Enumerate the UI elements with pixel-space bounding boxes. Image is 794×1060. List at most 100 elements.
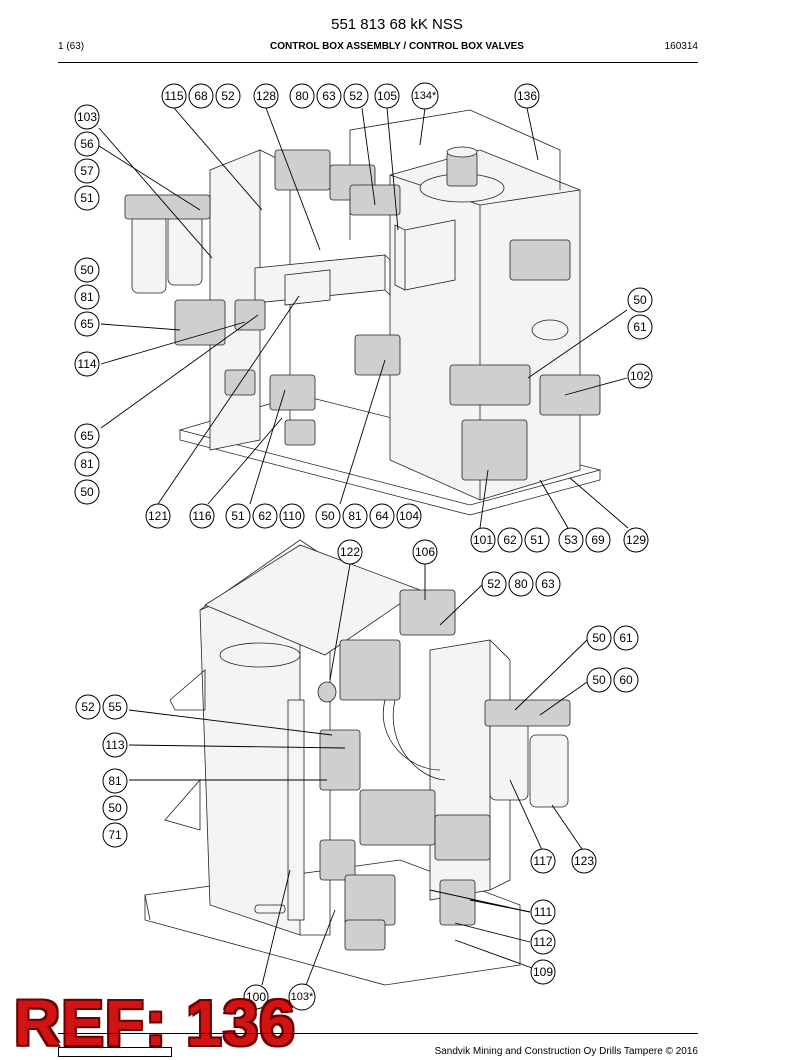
callout-label: 61 bbox=[619, 631, 633, 645]
callout: 50 bbox=[627, 287, 653, 313]
document-subtitle: CONTROL BOX ASSEMBLY / CONTROL BOX VALVE… bbox=[270, 41, 524, 52]
callout-label: 50 bbox=[80, 485, 94, 499]
callout-label: 117 bbox=[533, 854, 552, 868]
callout: 71 bbox=[102, 822, 128, 848]
callout: 104 bbox=[396, 503, 422, 529]
callout-label: 50 bbox=[592, 631, 606, 645]
callout-label: 61 bbox=[633, 320, 647, 334]
callout: 80 bbox=[508, 571, 534, 597]
callout: 123 bbox=[571, 848, 597, 874]
callout-label: 121 bbox=[148, 509, 168, 523]
callout: 128 bbox=[253, 83, 279, 109]
callout-label: 51 bbox=[231, 509, 245, 523]
callout-label: 69 bbox=[591, 533, 605, 547]
callout-label: 111 bbox=[534, 905, 553, 919]
callout: 81 bbox=[102, 768, 128, 794]
callout-label: 102 bbox=[630, 369, 650, 383]
callout-label: 101 bbox=[473, 533, 493, 547]
callout-label: 50 bbox=[592, 673, 606, 687]
leader-lines bbox=[98, 107, 629, 986]
callout: 80 bbox=[289, 83, 315, 109]
callout: 100 bbox=[243, 984, 269, 1010]
callout: 136 bbox=[514, 83, 540, 109]
date-code: 160314 bbox=[664, 41, 698, 52]
callout: 50 bbox=[586, 625, 612, 651]
callout: 53 bbox=[558, 527, 584, 553]
callout-label: 65 bbox=[80, 317, 94, 331]
callout: 81 bbox=[74, 284, 100, 310]
callout: 50 bbox=[74, 479, 100, 505]
sandvik-logo bbox=[58, 1047, 172, 1057]
callout: 116 bbox=[189, 503, 215, 529]
callout: 65 bbox=[74, 311, 100, 337]
callout-label: 64 bbox=[375, 509, 389, 523]
callout: 62 bbox=[252, 503, 278, 529]
callout: 134* bbox=[411, 82, 439, 110]
upper-assembly-art bbox=[124, 109, 602, 516]
callout: 52 bbox=[481, 571, 507, 597]
lower-assembly-art bbox=[144, 539, 571, 986]
callout: 113 bbox=[102, 732, 128, 758]
callout: 103 bbox=[74, 104, 100, 130]
callout-label: 52 bbox=[221, 89, 235, 103]
callout: 63 bbox=[316, 83, 342, 109]
callout-label: 57 bbox=[80, 164, 94, 178]
callout-label: 103* bbox=[291, 991, 314, 1003]
callout: 121 bbox=[145, 503, 171, 529]
callout: 50 bbox=[586, 667, 612, 693]
callout: 114 bbox=[74, 351, 100, 377]
callout: 57 bbox=[74, 158, 100, 184]
callout-label: 109 bbox=[533, 965, 553, 979]
callout: 52 bbox=[215, 83, 241, 109]
callout: 102 bbox=[627, 363, 653, 389]
callout-label: 105 bbox=[377, 89, 397, 103]
callout-label: 122 bbox=[340, 545, 360, 559]
callout-label: 80 bbox=[514, 577, 528, 591]
callout-label: 56 bbox=[80, 137, 94, 151]
callout-label: 52 bbox=[487, 577, 501, 591]
callout: 52 bbox=[343, 83, 369, 109]
callout-label: 68 bbox=[194, 89, 208, 103]
callout: 55 bbox=[102, 694, 128, 720]
callout-label: 114 bbox=[77, 357, 96, 371]
callout: 111 bbox=[530, 899, 556, 925]
callout: 50 bbox=[315, 503, 341, 529]
callout-label: 63 bbox=[541, 577, 555, 591]
callout-label: 110 bbox=[282, 509, 301, 523]
callout: 69 bbox=[585, 527, 611, 553]
callout: 110 bbox=[279, 503, 305, 529]
callout: 112 bbox=[530, 929, 556, 955]
callout: 62 bbox=[497, 527, 523, 553]
callout-label: 115 bbox=[164, 89, 183, 103]
callout: 60 bbox=[613, 667, 639, 693]
callout: 56 bbox=[74, 131, 100, 157]
callout-label: 63 bbox=[322, 89, 336, 103]
callout-label: 51 bbox=[530, 533, 544, 547]
callout: 106 bbox=[412, 539, 438, 565]
callout-label: 52 bbox=[349, 89, 363, 103]
callout-label: 60 bbox=[619, 673, 633, 687]
callout: 61 bbox=[613, 625, 639, 651]
callout-label: 50 bbox=[321, 509, 335, 523]
callouts-upper: 115 68 52 128 80 63 52 105 134* 136 103 … bbox=[74, 82, 653, 553]
callout-label: 81 bbox=[80, 290, 94, 304]
callout: 81 bbox=[342, 503, 368, 529]
callout: 52 bbox=[75, 694, 101, 720]
callout: 51 bbox=[74, 185, 100, 211]
callout: 64 bbox=[369, 503, 395, 529]
callout: 105 bbox=[374, 83, 400, 109]
callout: 129 bbox=[623, 527, 649, 553]
callout-label: 106 bbox=[415, 545, 435, 559]
callout-label: 81 bbox=[108, 774, 122, 788]
callout-label: 80 bbox=[295, 89, 309, 103]
callout: 103* bbox=[288, 983, 316, 1011]
callout: 122 bbox=[337, 539, 363, 565]
callout-label: 55 bbox=[108, 700, 122, 714]
footer-copyright: Sandvik Mining and Construction Oy Drill… bbox=[434, 1046, 698, 1057]
callout-label: 116 bbox=[192, 509, 211, 523]
callout-label: 50 bbox=[108, 801, 122, 815]
callout-label: 136 bbox=[517, 89, 537, 103]
header-rule bbox=[58, 62, 698, 63]
callout: 63 bbox=[535, 571, 561, 597]
